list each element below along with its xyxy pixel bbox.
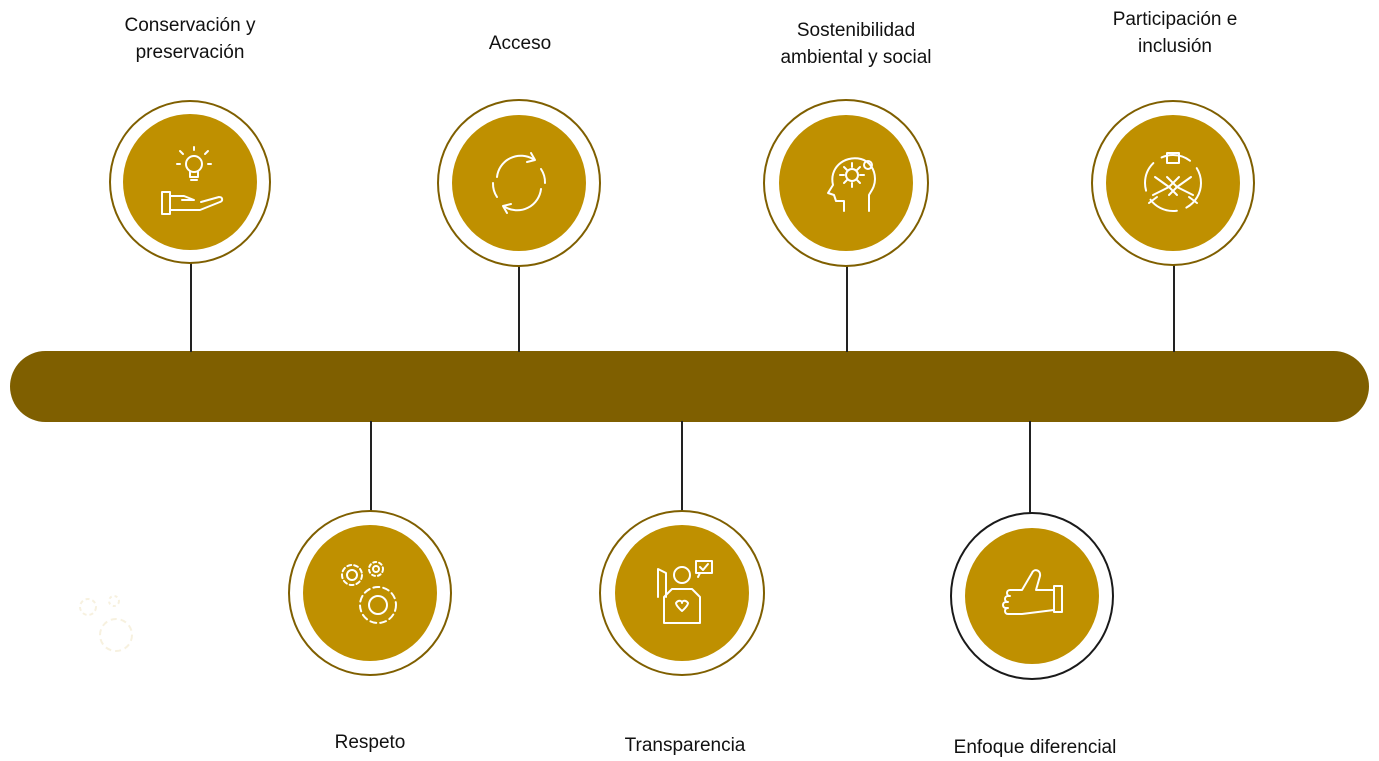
person-speech-icon bbox=[657, 560, 713, 624]
ghost-gears-icon bbox=[79, 595, 133, 652]
label-participacion: Participación e inclusión bbox=[1112, 9, 1238, 57]
label-transparencia: Transparencia bbox=[624, 735, 746, 756]
timeline-bar bbox=[10, 351, 1369, 422]
connector-enfoque bbox=[1029, 421, 1031, 514]
disc-enfoque bbox=[965, 528, 1099, 664]
disc-participacion bbox=[1106, 115, 1240, 251]
label-sostenibilidad: Sostenibilidad ambiental y social bbox=[780, 20, 932, 68]
label-respeto: Respeto bbox=[334, 732, 406, 753]
connector-acceso bbox=[518, 265, 520, 352]
disc-sostenibilidad bbox=[779, 115, 913, 251]
connector-participacion bbox=[1173, 262, 1175, 352]
disc-respeto bbox=[303, 525, 437, 661]
thumbs-up-icon bbox=[1002, 569, 1063, 615]
connector-respeto bbox=[370, 421, 372, 513]
disc-acceso bbox=[452, 115, 586, 251]
circular-arrows-icon bbox=[492, 152, 546, 214]
disc-conservacion bbox=[123, 114, 257, 250]
label-acceso: Acceso bbox=[488, 33, 552, 54]
connector-transparencia bbox=[681, 421, 683, 513]
gears-icon bbox=[341, 561, 397, 624]
label-conservacion: Conservación y preservación bbox=[124, 15, 256, 63]
disc-transparencia bbox=[615, 525, 749, 661]
connector-conservacion bbox=[190, 262, 192, 352]
hand-lightbulb-icon bbox=[161, 146, 224, 215]
connector-sostenibilidad bbox=[846, 265, 848, 352]
head-gear-icon bbox=[827, 157, 876, 212]
stacked-hands-icon bbox=[1144, 152, 1202, 212]
label-enfoque: Enfoque diferencial bbox=[953, 737, 1117, 758]
